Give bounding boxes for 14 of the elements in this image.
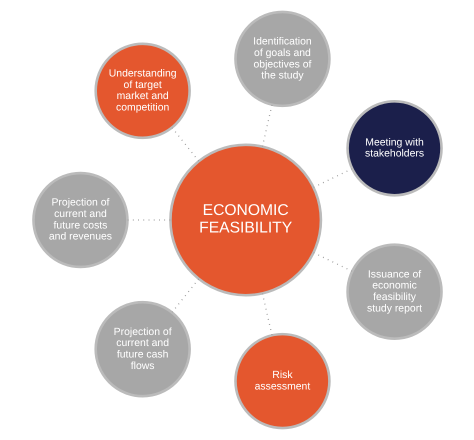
node-circle: Projection of current and future costs and revenues <box>32 172 128 268</box>
node-circle: Projection of current and future cash flows <box>94 300 190 398</box>
connector <box>312 168 352 188</box>
connector <box>171 278 199 313</box>
node-circle: Issuance of economic feasibility study report <box>346 243 442 340</box>
connector <box>171 127 199 162</box>
connector <box>261 104 272 147</box>
node-circle: ECONOMIC FEASIBILITY <box>168 143 322 297</box>
connector <box>312 252 352 272</box>
node-circle: Meeting with stakeholders <box>346 100 442 197</box>
node-circle: Identification of goals and objectives of the study <box>234 10 330 108</box>
node-circle: Risk assessment <box>234 332 330 430</box>
connector <box>261 293 272 336</box>
node-circle: Understanding of target market and competition <box>94 42 190 140</box>
